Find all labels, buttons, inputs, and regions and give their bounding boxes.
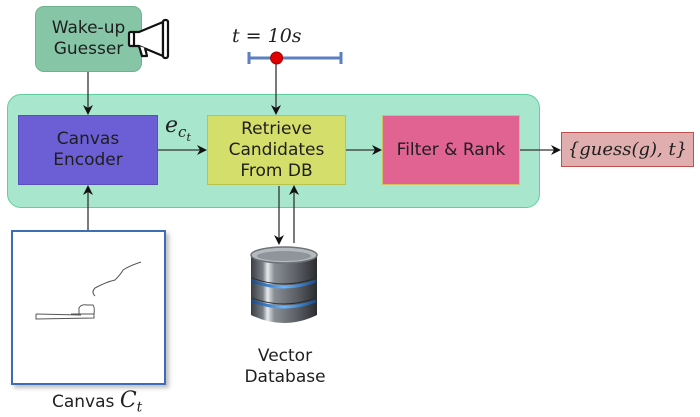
embedding-base: e [165,113,179,138]
canvas-box [11,230,166,385]
output-label: {guess(g), t} [567,139,688,160]
retrieve-candidates-node: Retrieve Candidates From DB [207,115,346,185]
output-node: {guess(g), t} [561,132,694,167]
canvas-label-text: Canvas [52,392,115,412]
database-line1: Vector [257,346,313,366]
database-line2: Database [244,367,326,387]
retrieve-line1: Retrieve [241,118,312,139]
retrieve-line3: From DB [240,160,313,181]
megaphone-icon [127,18,170,60]
canvas-encoder-node: Canvas Encoder [18,115,158,185]
canvas-encoder-line1: Canvas [56,129,120,149]
canvas-sketch [35,261,142,320]
timer-handle[interactable] [270,51,284,65]
embedding-subsub: t [186,131,191,145]
canvas-label-math: C [119,388,137,413]
retrieve-line2: Candidates [228,139,325,160]
database-icon [250,246,318,323]
embedding-label: ect [165,113,191,144]
wake-up-guesser-line2: Guesser [53,39,124,59]
canvas-encoder-line2: Encoder [53,150,123,170]
embedding-sub: c [178,123,187,142]
canvas-label: Canvas Ct [52,388,142,415]
filter-rank-node: Filter & Rank [382,115,520,185]
canvas-label-sub: t [136,399,143,416]
database-label: Vector Database [240,344,330,390]
wake-up-guesser-line1: Wake-up [51,18,126,38]
filter-rank-label: Filter & Rank [396,139,506,160]
timer-label: t = 10s [232,25,302,47]
wake-up-guesser-node: Wake-up Guesser [35,6,142,72]
